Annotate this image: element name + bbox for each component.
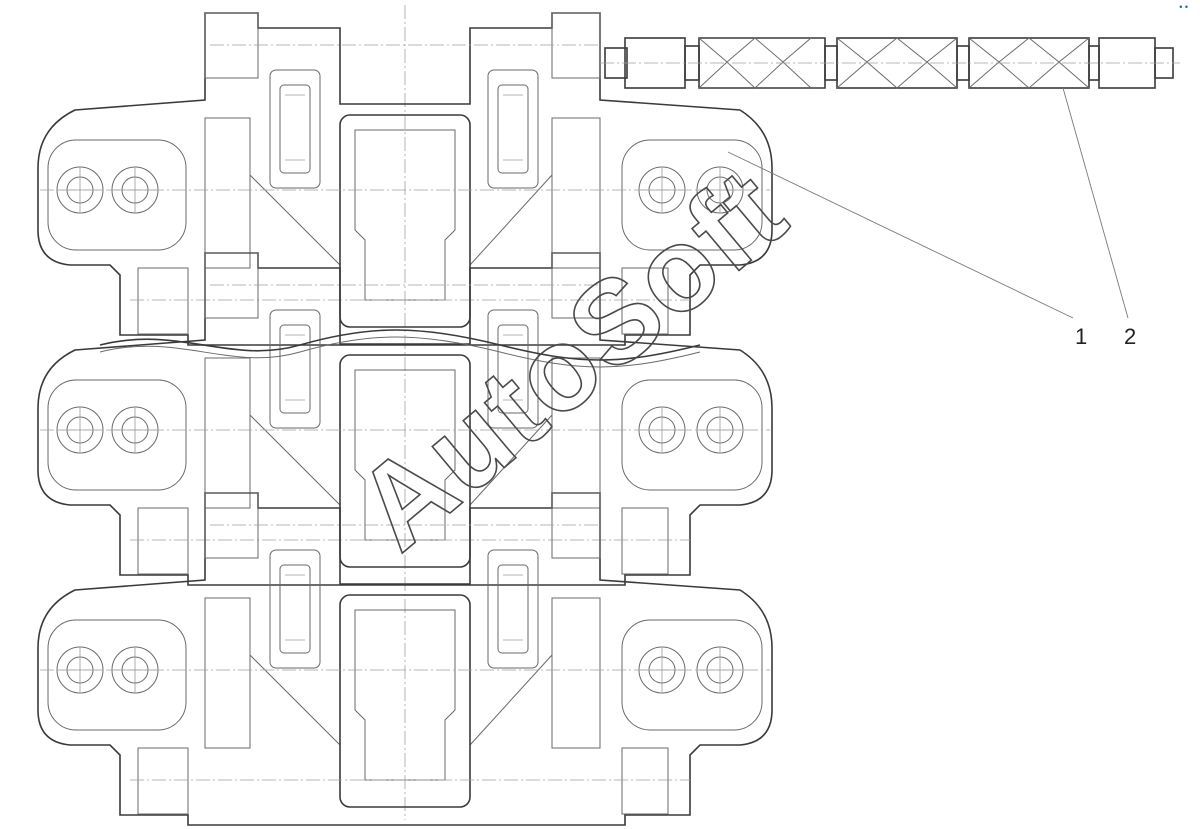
callout-2: 2: [1124, 324, 1136, 349]
corner-mark: • •: [1179, 2, 1188, 12]
break-line: [99, 329, 701, 361]
callout-1: 1: [1075, 324, 1087, 349]
leader-line-2: [1062, 87, 1129, 319]
watermark: AutoSoft: [332, 143, 811, 575]
leader-line-1: [727, 151, 1074, 319]
track-pin: [600, 37, 1180, 89]
